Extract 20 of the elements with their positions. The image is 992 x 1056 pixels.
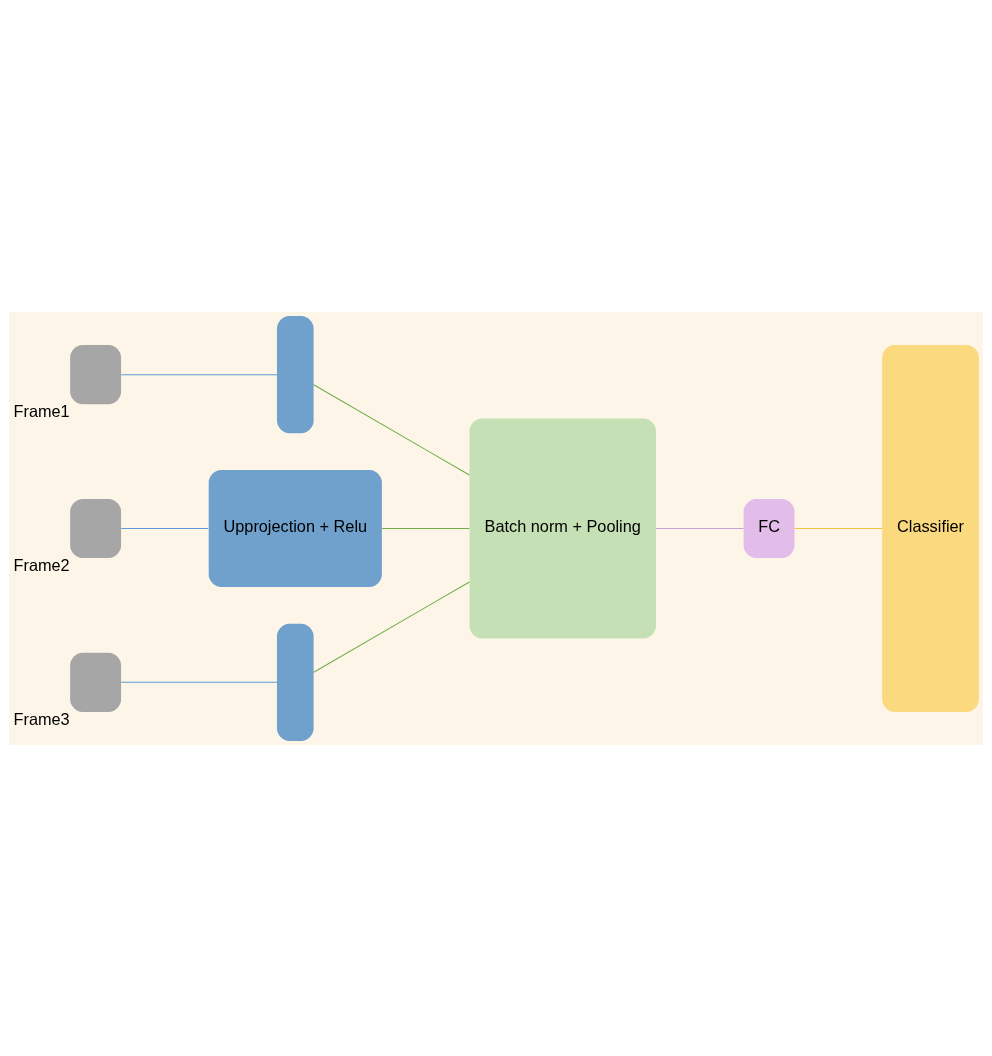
node-bar [276,623,314,741]
node-box: Classifier [882,344,979,712]
node-bar [276,315,314,433]
node-box: FC [743,498,795,558]
connector [120,527,209,529]
connector [655,527,744,529]
node-box: Upprojection + Relu [208,469,382,587]
connector [381,527,470,529]
node-box [70,344,122,404]
node-box: Batch norm + Pooling [469,417,656,639]
connector [794,527,883,529]
node-label: Frame3 [13,709,70,728]
node-label: Frame1 [13,401,70,420]
connector [313,383,470,475]
connector [313,581,470,673]
node-label: Frame2 [13,555,70,574]
connector [120,681,278,683]
node-box [70,652,122,712]
connector [120,373,278,375]
node-box [70,498,122,558]
